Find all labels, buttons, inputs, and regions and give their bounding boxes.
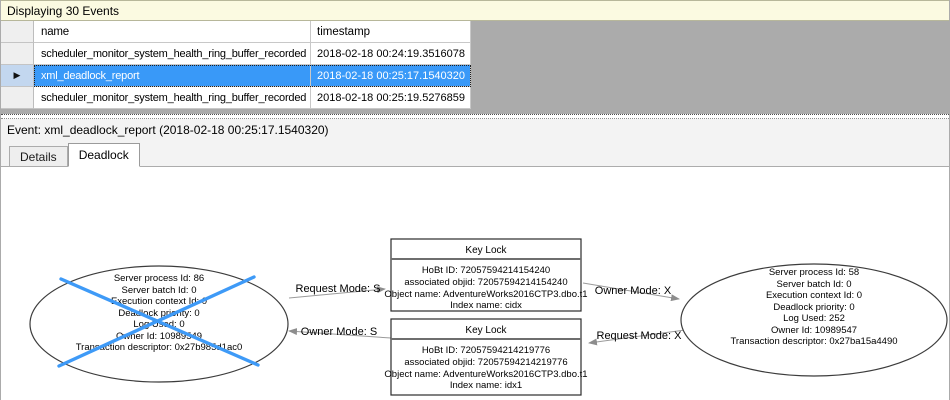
process-node-victim[interactable]: Server process Id: 86 Server batch Id: 0… [29, 265, 289, 383]
resource-line: associated objid: 72057594214219776 [404, 357, 567, 368]
table-row-selected[interactable]: ▶ xml_deadlock_report 2018-02-18 00:25:1… [1, 65, 471, 87]
edge-label-request-x: Request Mode: X [597, 330, 683, 342]
row-header-cell[interactable] [1, 87, 34, 109]
resource-title: Key Lock [465, 325, 507, 336]
resource-line: HoBt ID: 72057594214219776 [422, 345, 550, 356]
process-line: Deadlock priority: 0 [773, 302, 854, 313]
events-count-label: Displaying 30 Events [7, 3, 120, 18]
process-line: Deadlock priority: 0 [118, 308, 199, 319]
process-line: Execution context Id: 0 [766, 290, 862, 301]
events-count-bar: Displaying 30 Events [1, 0, 949, 21]
selected-row-indicator-icon: ▶ [13, 70, 21, 80]
event-timestamp-cell[interactable]: 2018-02-18 00:25:19.5276859 [311, 87, 471, 109]
event-detail-bar: Event: xml_deadlock_report (2018-02-18 0… [1, 119, 949, 141]
event-name-cell[interactable]: scheduler_monitor_system_health_ring_buf… [34, 87, 311, 109]
edge-owner-s-arrow [288, 328, 392, 339]
event-timestamp-cell[interactable]: 2018-02-18 00:24:19.3516078 [311, 43, 471, 65]
resource-line: associated objid: 72057594214154240 [404, 277, 567, 288]
resource-line: Object name: AdventureWorks2016CTP3.dbo.… [384, 289, 587, 300]
victim-x-icon [57, 275, 260, 368]
process-line: Server batch Id: 0 [777, 279, 852, 290]
tab-deadlock[interactable]: Deadlock [67, 143, 140, 167]
event-name-cell[interactable]: scheduler_monitor_system_health_ring_buf… [34, 43, 311, 65]
events-table: name timestamp scheduler_monitor_system_… [1, 21, 471, 109]
tab-details[interactable]: Details [9, 146, 68, 166]
resource-title: Key Lock [465, 245, 507, 256]
table-row[interactable]: scheduler_monitor_system_health_ring_buf… [1, 87, 471, 109]
row-header-corner [1, 21, 34, 43]
resource-node-keylock-top[interactable]: Key Lock HoBt ID: 72057594214154240 asso… [384, 238, 588, 312]
edge-request-x-arrow [588, 329, 686, 346]
row-header-cell[interactable]: ▶ [1, 65, 34, 87]
column-header-name[interactable]: name [34, 21, 311, 43]
event-name-cell[interactable]: xml_deadlock_report [34, 65, 311, 87]
process-line: Transaction descriptor: 0x27ba15a4490 [730, 336, 897, 347]
edge-label-request-s: Request Mode: S [296, 283, 381, 295]
detail-tabstrip: Details Deadlock [1, 141, 949, 167]
process-line: Server process Id: 86 [114, 273, 204, 284]
process-node-survivor[interactable]: Server process Id: 58 Server batch Id: 0… [680, 263, 948, 377]
event-detail-label: Event: xml_deadlock_report (2018-02-18 0… [7, 122, 329, 137]
process-line: Server batch Id: 0 [122, 285, 197, 296]
process-line: Owner Id: 10989547 [771, 325, 857, 336]
events-grid[interactable]: name timestamp scheduler_monitor_system_… [1, 21, 949, 114]
edge-request-s-arrow [288, 286, 386, 299]
edge-label-owner-s: Owner Mode: S [301, 326, 377, 338]
edge-owner-x-arrow [582, 282, 680, 302]
resource-node-keylock-bottom[interactable]: Key Lock HoBt ID: 72057594214219776 asso… [384, 318, 588, 396]
resource-line: Index name: idx1 [450, 380, 522, 391]
deadlock-edges [288, 282, 686, 346]
process-line: Log Used: 252 [783, 313, 845, 324]
horizontal-splitter[interactable] [1, 114, 949, 119]
table-header-row: name timestamp [1, 21, 471, 43]
event-timestamp-cell[interactable]: 2018-02-18 00:25:17.1540320 [311, 65, 471, 87]
process-line: Log Used: 0 [133, 319, 184, 330]
deadlock-graph: Request Mode: S Owner Mode: S Owner Mode… [29, 238, 948, 396]
process-line: Transaction descriptor: 0x27b985d1ac0 [76, 342, 243, 353]
column-header-timestamp[interactable]: timestamp [311, 21, 471, 43]
process-line: Execution context Id: 0 [111, 296, 207, 307]
table-row[interactable]: scheduler_monitor_system_health_ring_buf… [1, 43, 471, 65]
process-line: Server process Id: 58 [769, 267, 859, 278]
row-header-cell[interactable] [1, 43, 34, 65]
deadlock-graph-pane: Request Mode: S Owner Mode: S Owner Mode… [1, 166, 949, 400]
resource-line: HoBt ID: 72057594214154240 [422, 265, 550, 276]
resource-line: Object name: AdventureWorks2016CTP3.dbo.… [384, 369, 587, 380]
resource-line: Index name: cidx [450, 300, 522, 311]
process-line: Owner Id: 10989549 [116, 331, 202, 342]
edge-label-owner-x: Owner Mode: X [595, 285, 672, 297]
